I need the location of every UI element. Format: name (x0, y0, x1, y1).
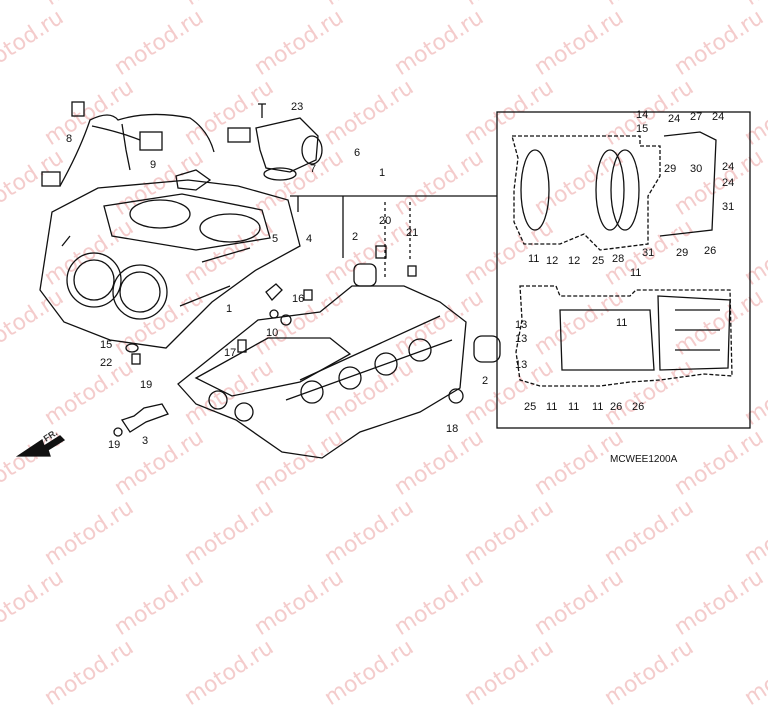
callout-label: 18 (446, 423, 458, 435)
callout-label: 24 (722, 177, 734, 189)
harness (41, 101, 215, 187)
callout-label: 3 (142, 435, 148, 447)
callout-label: 5 (272, 233, 278, 245)
callout-label: 2 (482, 375, 488, 387)
callout-label: 31 (722, 201, 734, 213)
lower-crankcase (177, 285, 467, 459)
callout-label: 24 (722, 161, 734, 173)
callout-label: 8 (66, 133, 72, 145)
callout-label: 11 (630, 267, 641, 279)
callout-label: 19 (108, 439, 120, 451)
callout-label: 12 (568, 255, 580, 267)
watermark-text: motod.ru (670, 565, 768, 641)
front-arrow (15, 435, 66, 457)
watermark-text: motod.ru (0, 565, 69, 641)
watermark-text: motod.ru (180, 635, 279, 711)
callout-label: 11 (546, 401, 557, 413)
watermark-text: motod.ru (320, 635, 419, 711)
callout-label: 2 (352, 231, 358, 243)
callout-label: 1 (226, 303, 232, 315)
upper-crankcase (39, 169, 301, 349)
callout-label: 27 (690, 111, 702, 123)
callout-label: 12 (546, 255, 558, 267)
callout-label: 14 (636, 109, 648, 121)
inset-bottom-gasket (515, 285, 733, 387)
callout-label: 30 (690, 163, 702, 175)
callout-label: 25 (524, 401, 536, 413)
callout-label: 10 (266, 327, 278, 339)
callout-label: 9 (150, 159, 156, 171)
watermark-text: motod.ru (40, 635, 139, 711)
callout-label: 16 (292, 293, 304, 305)
callout-label: 11 (616, 317, 627, 329)
callout-label: 11 (568, 401, 579, 413)
callout-label: 23 (291, 101, 303, 113)
callout-label: 4 (306, 233, 312, 245)
callout-label: 24 (712, 111, 724, 123)
callout-label: 13 (515, 359, 527, 371)
crankcase-exploded-diagram: 23 8 9 6 7 1 20 2 21 5 4 16 10 15 22 17 1 19 3 19 2 18 14 15 24 2… (15, 101, 751, 465)
watermark-text: motod.ru (740, 635, 768, 711)
callout-label: 24 (668, 113, 680, 125)
watermark-text: motod.ru (460, 635, 559, 711)
callout-label: 26 (610, 401, 622, 413)
callout-label: 21 (406, 227, 418, 239)
watermark-text: motod.ru (600, 635, 699, 711)
callout-label: 6 (354, 147, 360, 159)
callout-label: 22 (100, 357, 112, 369)
inset-frame (496, 111, 751, 429)
callout-label: 25 (592, 255, 604, 267)
callout-label: 13 (515, 319, 527, 331)
callout-label: 17 (224, 347, 236, 359)
callout-label: 20 (379, 215, 391, 227)
callout-label: 1 (379, 167, 385, 179)
callout-label: 31 (642, 247, 654, 259)
leader-lines (290, 195, 497, 258)
callout-label: 26 (704, 245, 716, 257)
callout-label: 15 (636, 123, 648, 135)
callout-label: 28 (612, 253, 624, 265)
callout-label: 29 (676, 247, 688, 259)
diagram-code: MCWEE1200A (610, 454, 678, 465)
callout-label: 7 (310, 163, 316, 175)
oil-hose (120, 403, 169, 433)
inset-top-gasket (511, 131, 717, 251)
watermark-text: motod.ru (530, 565, 629, 641)
small-parts (113, 245, 501, 437)
watermark-text: motod.ru (110, 565, 209, 641)
callout-label: 15 (100, 339, 112, 351)
callout-label: 29 (664, 163, 676, 175)
watermark-text: motod.ru (390, 565, 489, 641)
callout-label: 11 (592, 401, 603, 413)
callout-label: 13 (515, 333, 527, 345)
callout-label: 19 (140, 379, 152, 391)
callout-label: 11 (528, 253, 539, 265)
watermark-text: motod.ru (250, 565, 349, 641)
thermostat-assembly (227, 103, 323, 181)
callout-label: 26 (632, 401, 644, 413)
